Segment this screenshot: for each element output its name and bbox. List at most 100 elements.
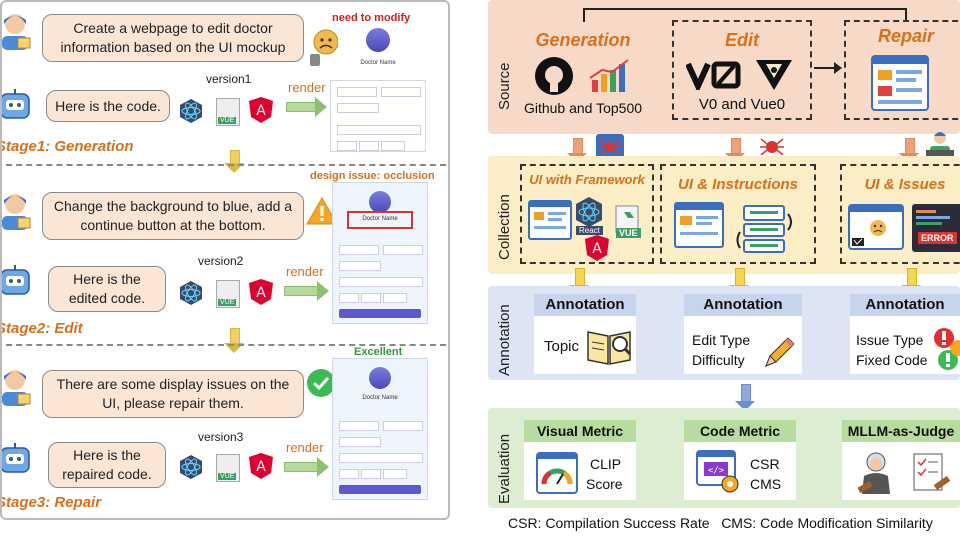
- react-label: React: [576, 226, 603, 235]
- code-window-icon: </>: [696, 450, 739, 493]
- annotation-row: Annotation Annotation Topic Annotation E…: [488, 286, 960, 380]
- arrow-annotation-to-evaluation: [735, 384, 755, 411]
- clip-text: CLIP: [590, 456, 622, 472]
- stage1-note: need to modify: [332, 12, 411, 24]
- top500-chart-icon: [589, 59, 629, 92]
- annotation-label: Annotation: [496, 304, 513, 376]
- pencil-icon: [765, 337, 795, 367]
- stage3-user-prompt: There are some display issues on the UI,…: [42, 370, 304, 418]
- stage2-user-prompt: Change the background to blue, add a con…: [42, 192, 304, 240]
- stage3-title: Stage3: Repair: [0, 494, 102, 511]
- collection-ui-instructions: UI & Instructions: [660, 164, 816, 264]
- annotation-issues: Annotation Issue Type Fixed Code: [850, 294, 960, 374]
- stage2-version: version2: [198, 254, 244, 268]
- stage1-version: version1: [206, 72, 252, 86]
- stage3-render-label: render: [286, 440, 324, 455]
- collection-ui-issues: UI & Issues ERROR: [840, 164, 960, 264]
- sad-emoji-thumbs-down-icon: [310, 29, 339, 66]
- svg-text:A: A: [592, 241, 602, 257]
- evaluation-code: Code Metric </> CSR CMS: [684, 420, 796, 500]
- evaluation-row: Evaluation Visual Metric CLIP Score Code…: [488, 408, 960, 508]
- stage1-render-label: render: [288, 80, 326, 95]
- stage3-render-arrow: [284, 457, 329, 477]
- github-icon: [535, 57, 573, 95]
- warning-icon: [306, 196, 338, 225]
- left-panel: Create a webpage to edit doctor informat…: [0, 0, 450, 520]
- divider-1: [6, 164, 446, 166]
- checklist-gavel-icon: [913, 453, 951, 491]
- stage2-render-arrow: [284, 281, 329, 301]
- source-repair: Repair: [844, 20, 960, 120]
- robot-avatar-icon: [2, 89, 30, 119]
- source-row: Source Generation Github and Top500 Edit…: [488, 0, 960, 134]
- collection-ui-framework: UI with Framework React VUE A: [520, 164, 654, 264]
- stage1-render-mock: [330, 80, 426, 152]
- broken-ui-window-icon: [848, 204, 904, 250]
- footnote: CSR: Compilation Success Rate CMS: Code …: [508, 515, 933, 531]
- source-edit: Edit V0 and Vue0: [672, 20, 812, 120]
- stage1-reply: Here is the code.: [46, 90, 170, 122]
- react-logo-icon: [180, 281, 202, 305]
- vue-file-icon: VUE: [216, 98, 240, 126]
- evaluation-visual: Visual Metric CLIP Score: [524, 420, 636, 500]
- judge-icon: [857, 452, 890, 494]
- ui-instructions-title: UI & Instructions: [677, 176, 798, 193]
- stage1-user-prompt: Create a webpage to edit doctor informat…: [42, 14, 304, 62]
- collection-row: Collection UI with Framework React VUE A…: [488, 156, 960, 274]
- vue-file-icon: VUE: [216, 454, 240, 482]
- annotation-edit: Annotation Edit Type Difficulty: [684, 294, 802, 374]
- generation-caption: Github and Top500: [523, 100, 643, 116]
- stage3-reply: Here is the repaired code.: [48, 442, 166, 488]
- collection-label: Collection: [496, 194, 513, 260]
- user-avatar-icon: [2, 194, 31, 230]
- vue0-logo-icon: [756, 60, 792, 90]
- svg-text:A: A: [256, 285, 266, 301]
- vue-file-icon: VUE: [216, 280, 240, 308]
- angular-logo-icon: A: [585, 235, 609, 261]
- instructions-list-icon: [736, 205, 792, 253]
- stage3-version: version3: [198, 430, 244, 444]
- stage2-reply: Here is the edited code.: [48, 266, 166, 312]
- stage1-to-2-arrow: [224, 150, 244, 173]
- gauge-window-icon: [536, 452, 578, 494]
- v0-logo-icon: [686, 61, 741, 90]
- annotation-topic: Annotation Topic: [534, 294, 636, 374]
- angular-logo-icon: A: [249, 279, 273, 305]
- svg-text:A: A: [256, 459, 266, 475]
- react-logo-icon: [576, 197, 602, 227]
- score-text: Score: [586, 476, 623, 492]
- edit-type-text: Edit Type: [692, 332, 751, 348]
- react-logo-icon: [180, 455, 202, 479]
- angular-logo-icon: A: [249, 453, 273, 479]
- ui-window-icon: [674, 202, 724, 248]
- user-avatar-icon: [2, 370, 31, 406]
- ui-issues-title: UI & Issues: [864, 176, 946, 193]
- stage2-note: design issue: occlusion: [310, 170, 435, 182]
- topic-text: Topic: [544, 338, 580, 355]
- stage1-render-arrow: [286, 97, 327, 117]
- stage2-title: Stage2: Edit: [0, 320, 83, 337]
- arrow-repair-to-collection: [899, 138, 919, 163]
- svg-text:</>: </>: [708, 466, 725, 476]
- stage3-note: Excellent: [354, 346, 403, 358]
- stage2-render-mock: Doctor Name: [332, 182, 428, 324]
- ui-framework-title: UI with Framework: [529, 172, 645, 187]
- stage1-title: Stage1: Generation: [0, 138, 134, 155]
- stage3-render-mock: Doctor Name: [332, 358, 428, 500]
- source-generation: Generation Github and Top500: [518, 20, 648, 120]
- difficulty-text: Difficulty: [692, 352, 745, 368]
- edit-caption: V0 and Vue0: [698, 96, 786, 113]
- arrow-edit-to-collection: [725, 138, 745, 163]
- fixed-code-text: Fixed Code: [856, 352, 928, 368]
- stage2-render-label: render: [286, 264, 324, 279]
- arrow-collection-to-annotation-1: [569, 268, 589, 295]
- robot-avatar-icon: [2, 265, 30, 295]
- spider-crawler-icon: [596, 134, 624, 158]
- edit-title: Edit: [725, 30, 759, 50]
- open-book-search-icon: [587, 331, 632, 365]
- evaluation-judge: MLLM-as-Judge: [842, 420, 960, 500]
- repair-title: Repair: [877, 26, 935, 46]
- svg-text:A: A: [256, 103, 266, 119]
- ui-window-icon: [528, 200, 572, 240]
- ui-window-icon: [871, 55, 929, 111]
